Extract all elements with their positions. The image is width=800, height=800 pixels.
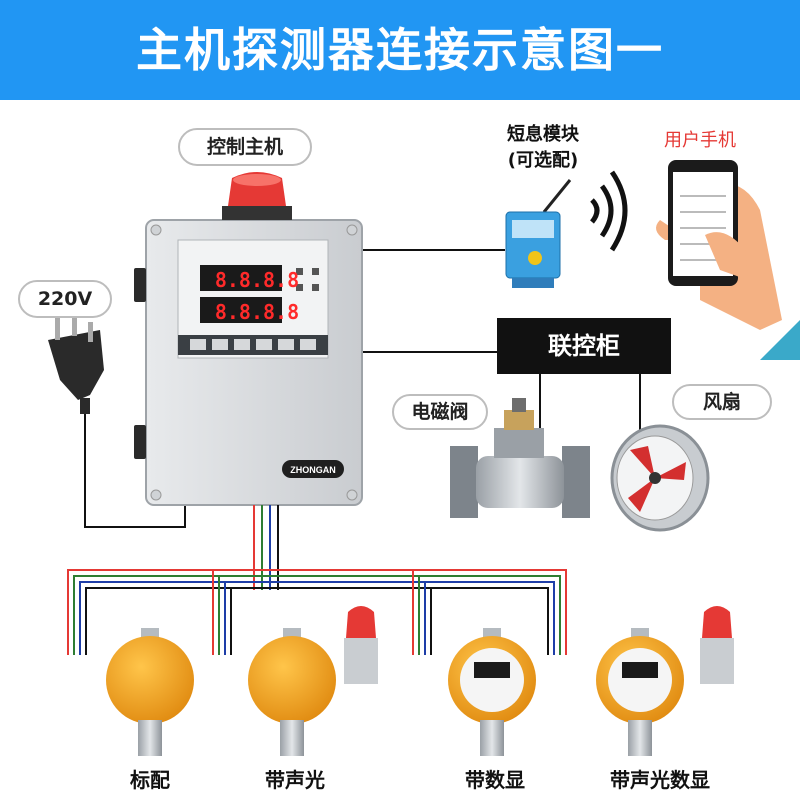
power-cable [48,314,186,528]
detector-with-display [448,628,536,756]
detector-label-standard: 标配 [130,768,170,792]
brand-badge: ZHONGAN [290,465,336,475]
user-phone [656,160,782,330]
linkage-cabinet-box [497,318,671,374]
user-phone-label: 用户手机 [664,130,736,151]
detector-standard [106,628,194,756]
display-row-1: 8.8.8.8 [215,268,299,292]
controller-label: 控制主机 [178,128,312,166]
detector-bus-wires [67,505,567,655]
controller-alarm-light [222,172,292,220]
detector-with-alarm [248,606,378,756]
linkage-cabinet-label: 联控柜 [548,332,620,360]
detector-label-alarm: 带声光 [265,768,325,792]
detector-with-alarm-and-display [596,606,734,756]
solenoid-valve-label: 电磁阀 [392,394,488,430]
corner-decoration [760,320,800,360]
sms-module-optional-label: (可选配) [507,150,579,171]
sms-module [505,179,572,288]
page-title: 主机探测器连接示意图一 [136,23,664,77]
detector-label-alarm-display: 带声光数显 [610,768,710,792]
display-row-2: 8.8.8.8 [215,300,299,324]
controller-box [134,219,363,506]
power-label: 220V [18,280,112,318]
detector-label-display: 带数显 [465,768,525,792]
solenoid-valve [450,398,590,518]
fan [610,424,710,532]
title-banner [0,0,800,100]
fan-label: 风扇 [672,384,772,420]
sms-module-label: 短息模块 [507,124,579,145]
wireless-signal-icon [590,170,628,252]
